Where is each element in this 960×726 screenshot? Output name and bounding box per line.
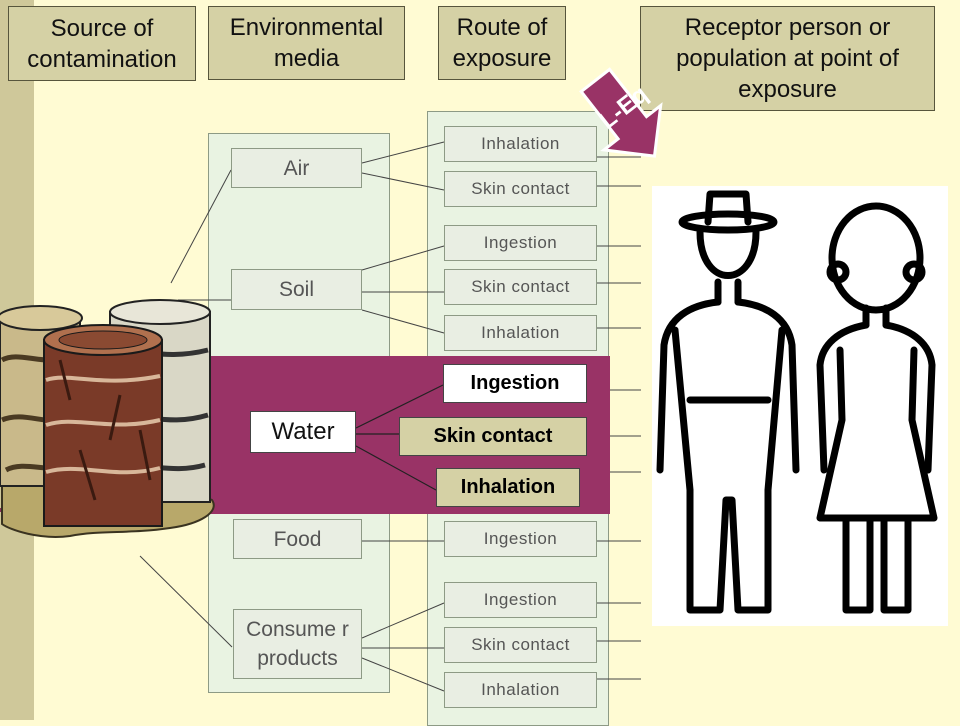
route-consumer-inhalation: Inhalation — [444, 672, 597, 708]
media-air: Air — [231, 148, 362, 188]
media-water: Water — [250, 411, 356, 453]
route-air-inhalation: Inhalation — [444, 126, 597, 162]
route-consumer-ingestion: Ingestion — [444, 582, 597, 618]
route-water-inhalation: Inhalation — [436, 468, 580, 507]
media-food: Food — [233, 519, 362, 559]
route-soil-skin-contact: Skin contact — [444, 269, 597, 305]
header-receptor: Receptor person or population at point o… — [640, 6, 935, 111]
route-air-skin-contact: Skin contact — [444, 171, 597, 207]
route-soil-ingestion: Ingestion — [444, 225, 597, 261]
route-water-skin-contact: Skin contact — [399, 417, 587, 456]
media-consumer-products: Consume r products — [233, 609, 362, 679]
header-source: Source of contamination — [8, 6, 196, 81]
route-food-ingestion: Ingestion — [444, 521, 597, 557]
header-environmental-media: Environmental media — [208, 6, 405, 80]
media-soil: Soil — [231, 269, 362, 310]
route-soil-inhalation: Inhalation — [444, 315, 597, 351]
header-route-of-exposure: Route of exposure — [438, 6, 566, 80]
receptor-illustration-box — [652, 186, 948, 626]
route-water-ingestion: Ingestion — [443, 364, 587, 403]
route-consumer-skin-contact: Skin contact — [444, 627, 597, 663]
